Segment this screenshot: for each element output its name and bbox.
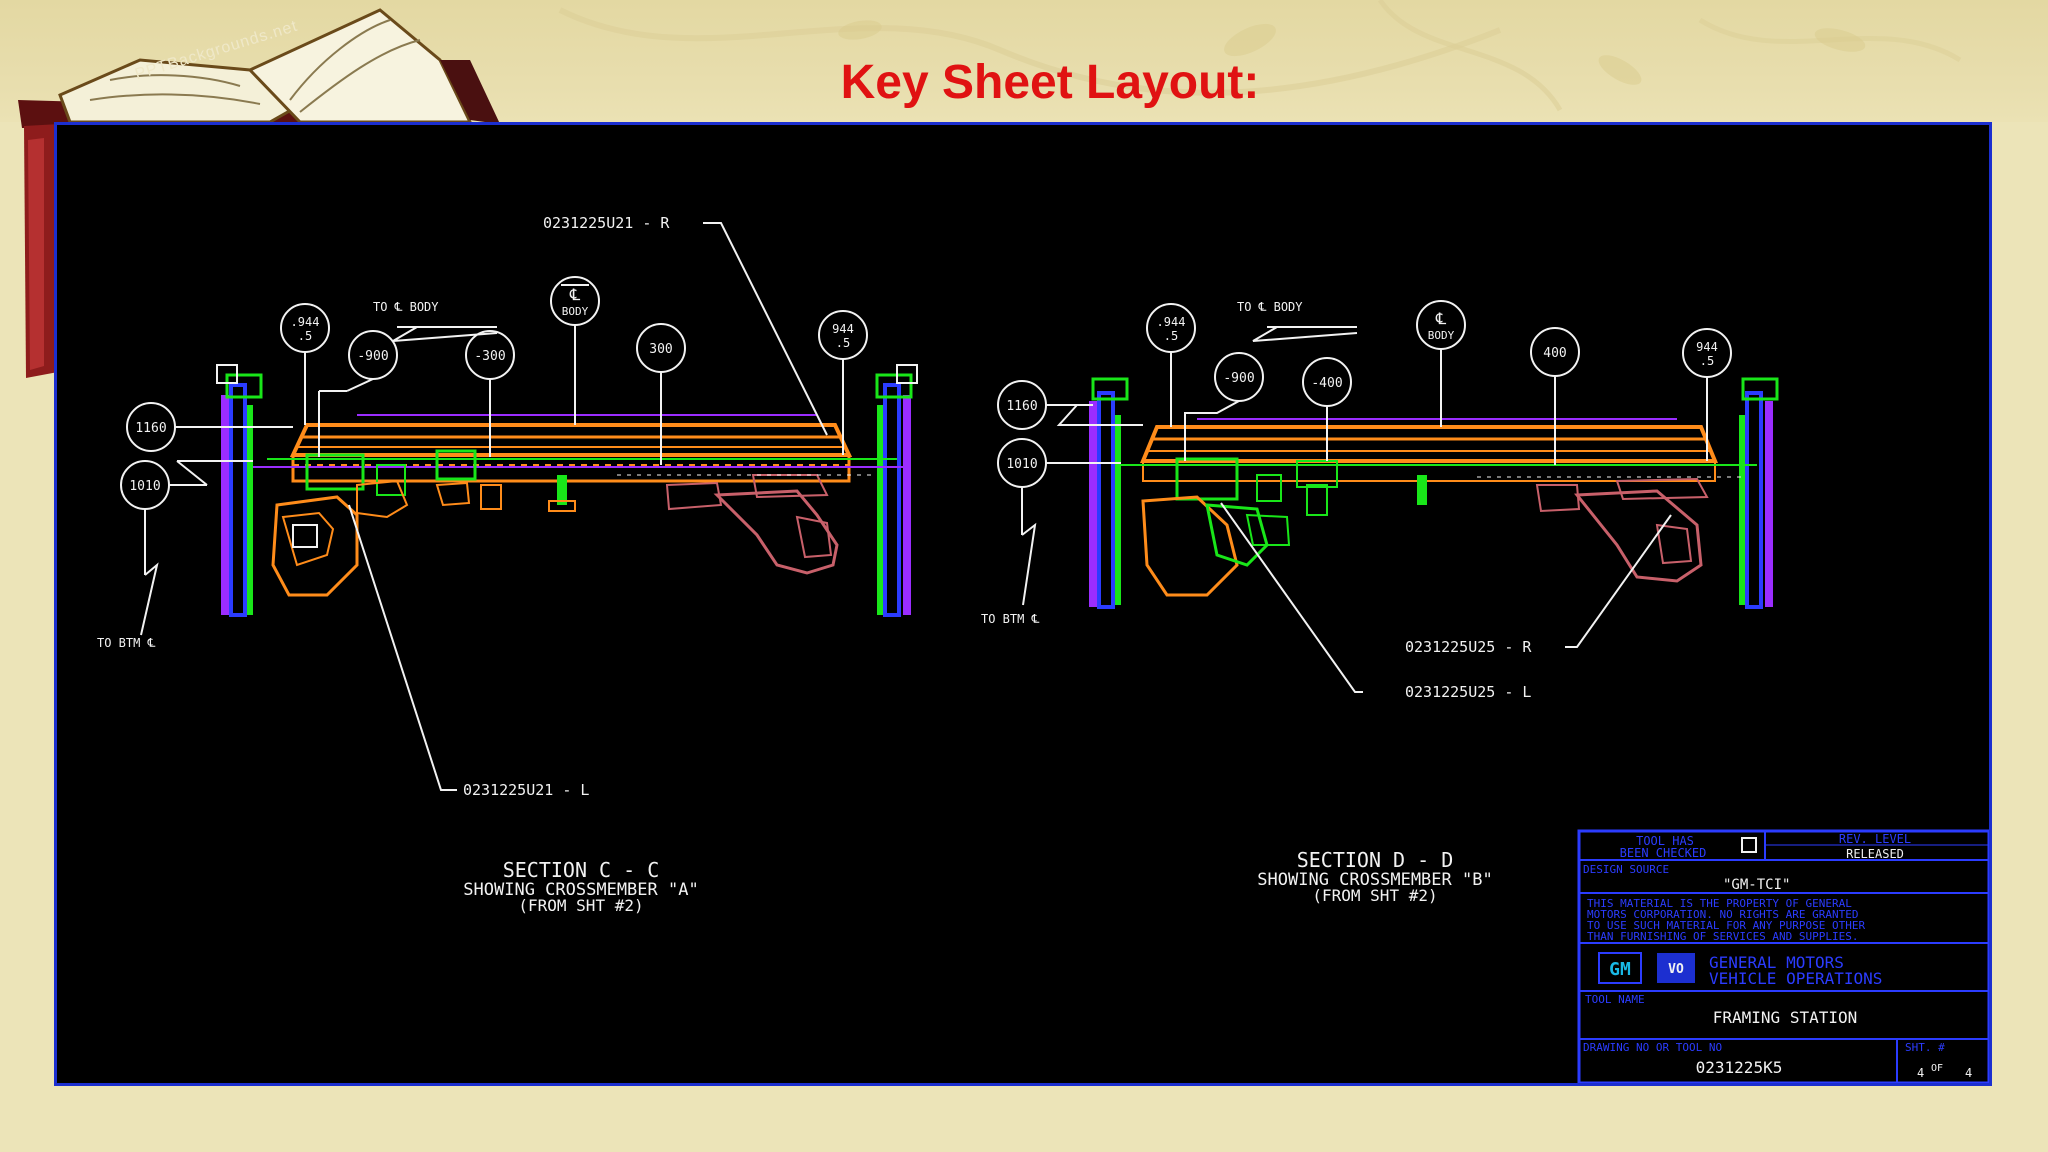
section-title: SECTION D - D (1297, 848, 1454, 872)
property-notice-line: TO USE SUCH MATERIAL FOR ANY PURPOSE OTH… (1587, 919, 1866, 932)
to-btm-label: TO BTM ℄ (97, 636, 156, 650)
sheet-label: SHT. # (1905, 1041, 1945, 1054)
sheet-of-label: OF (1931, 1063, 1943, 1074)
sheet-total: 4 (1965, 1066, 1972, 1080)
gm-logo-text: GM (1609, 959, 1631, 980)
bubble-sub-label: BODY (1428, 329, 1455, 342)
design-source-value: "GM-TCI" (1723, 877, 1790, 893)
bubble-sub-label: .5 (1700, 354, 1714, 368)
drawing-number-value: 0231225K5 (1696, 1058, 1783, 1077)
section-dd-callouts (997, 300, 1732, 693)
to-body-label: TO ℄ BODY (1237, 300, 1303, 314)
to-body-label: TO ℄ BODY (373, 300, 439, 314)
to-btm-label: TO BTM ℄ (981, 612, 1040, 626)
company-name-line: VEHICLE OPERATIONS (1709, 969, 1882, 988)
bubble-label: 1010 (129, 479, 160, 494)
bubble-sub-label: .5 (1164, 329, 1178, 343)
section-cc-bubble-labels: .944 .5 -900 -300 ℄ BODY 300 944 .5 1160… (97, 214, 854, 799)
rev-level-label: REV. LEVEL (1839, 832, 1911, 846)
section-subtitle: SHOWING CROSSMEMBER "A" (463, 880, 698, 900)
bubble-label: -900 (1223, 371, 1254, 386)
tool-name-value: FRAMING STATION (1713, 1008, 1858, 1027)
part-number-left: 0231225U21 - L (463, 781, 589, 799)
bubble-label: 1010 (1006, 457, 1037, 472)
title-block: TOOL HAS BEEN CHECKED REV. LEVEL RELEASE… (1577, 829, 1989, 1083)
section-cc-assembly (216, 364, 918, 617)
checked-checkbox-icon (1741, 837, 1757, 853)
bubble-label: ℄ (569, 285, 581, 304)
bubble-label: 944 (832, 322, 854, 336)
bubble-label: 400 (1543, 346, 1566, 361)
section-subtitle: SHOWING CROSSMEMBER "B" (1257, 870, 1492, 890)
part-number-left: 0231225U25 - L (1405, 683, 1531, 701)
bubble-label: -400 (1311, 376, 1342, 391)
section-cc-callouts (120, 222, 868, 791)
section-dd-assembly (1089, 377, 1779, 609)
cad-drawing-frame: .944 .5 -900 -300 ℄ BODY 300 944 .5 1160… (54, 122, 1992, 1086)
company-name-line: GENERAL MOTORS (1709, 953, 1844, 972)
bubble-label: 1160 (135, 421, 166, 436)
part-number-right: 0231225U21 - R (543, 214, 670, 232)
vo-logo-text: VO (1668, 962, 1684, 977)
design-source-label: DESIGN SOURCE (1583, 863, 1669, 876)
section-cc-caption: SECTION C - C SHOWING CROSSMEMBER "A" (F… (463, 858, 698, 915)
section-dd-caption: SECTION D - D SHOWING CROSSMEMBER "B" (F… (1257, 848, 1492, 905)
rev-level-value: RELEASED (1846, 847, 1904, 861)
bubble-label: .944 (1157, 315, 1186, 329)
section-title: SECTION C - C (503, 858, 660, 882)
bubble-label: .944 (291, 315, 320, 329)
book-icon (18, 8, 500, 378)
tool-checked-label-2: BEEN CHECKED (1620, 846, 1707, 860)
tool-checked-label: TOOL HAS (1636, 834, 1694, 848)
bubble-sub-label: BODY (562, 305, 589, 318)
bubble-sub-label: .5 (836, 336, 850, 350)
gm-logo-icon (1598, 952, 1642, 984)
bubble-label: ℄ (1435, 309, 1447, 328)
bubble-label: 1160 (1006, 399, 1037, 414)
drawing-number-label: DRAWING NO OR TOOL NO (1583, 1041, 1722, 1054)
property-notice-line: MOTORS CORPORATION. NO RIGHTS ARE GRANTE… (1587, 908, 1859, 921)
part-number-right: 0231225U25 - R (1405, 638, 1532, 656)
bubble-label: 944 (1696, 340, 1718, 354)
bubble-label: -300 (474, 349, 505, 364)
property-notice-line: THAN FURNISHING OF SERVICES AND SUPPLIES… (1587, 930, 1859, 943)
section-reference: (FROM SHT #2) (1312, 886, 1437, 905)
bubble-label: 300 (649, 342, 672, 357)
tool-name-label: TOOL NAME (1585, 993, 1645, 1006)
bubble-label: -900 (357, 349, 388, 364)
slide-title: Key Sheet Layout: (840, 56, 1260, 109)
vo-logo-icon (1657, 953, 1695, 983)
property-notice-line: THIS MATERIAL IS THE PROPERTY OF GENERAL (1587, 897, 1852, 910)
sheet-number: 4 (1917, 1066, 1924, 1080)
section-reference: (FROM SHT #2) (518, 896, 643, 915)
section-dd-bubble-labels: .944 .5 -900 -400 ℄ BODY 400 944 .5 1160… (981, 300, 1718, 701)
bubble-sub-label: .5 (298, 329, 312, 343)
cad-drawing: .944 .5 -900 -300 ℄ BODY 300 944 .5 1160… (97, 214, 1989, 1083)
